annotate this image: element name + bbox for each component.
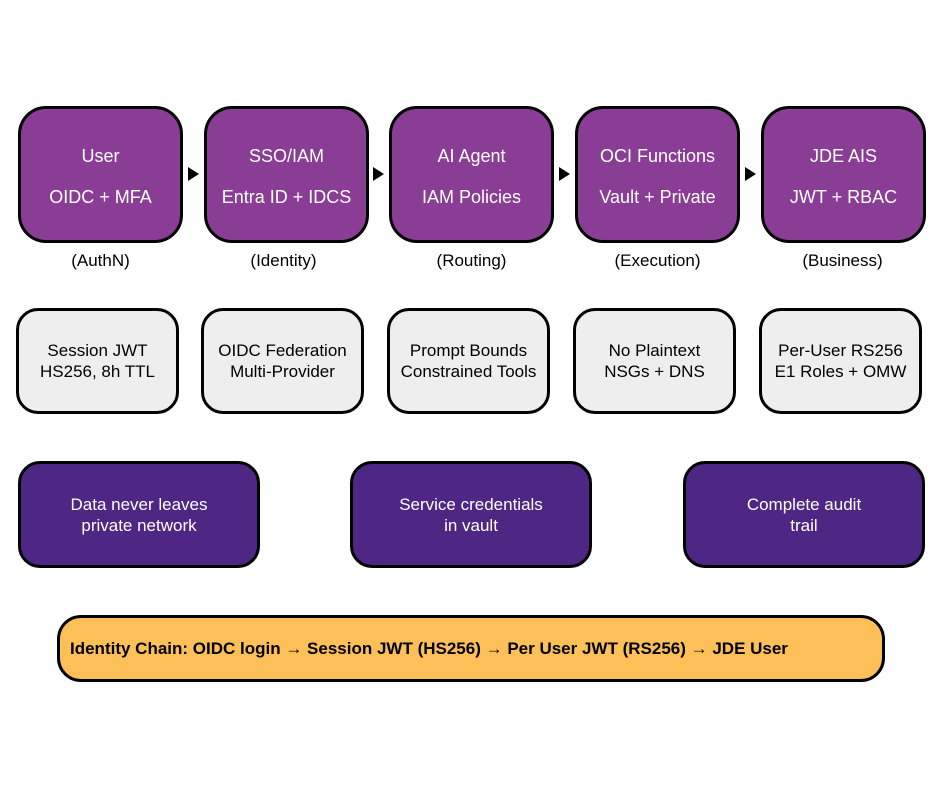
- detail-session-jwt: Session JWT HS256, 8h TTL: [16, 308, 179, 414]
- stage-title: AI Agent: [437, 146, 506, 166]
- detail-line: HS256, 8h TTL: [40, 362, 155, 381]
- identity-chain-banner: Identity Chain: OIDC login → Session JWT…: [57, 615, 885, 682]
- detail-line: Constrained Tools: [400, 362, 537, 381]
- identity-chain-text: Identity Chain: OIDC login → Session JWT…: [70, 638, 788, 658]
- stage-sso-iam: SSO/IAM Entra ID + IDCS: [204, 106, 369, 243]
- stage-tag: (AuthN): [71, 251, 130, 270]
- principle-audit-trail: Complete audit trail: [683, 461, 925, 568]
- principle-private-network: Data never leaves private network: [18, 461, 260, 568]
- stage-title: JDE AIS: [809, 146, 878, 166]
- stage-detail: Entra ID + IDCS: [221, 187, 352, 207]
- detail-line: Multi-Provider: [230, 362, 335, 381]
- flow-arrow-icon: [559, 167, 570, 181]
- detail-oidc-federation: OIDC Federation Multi-Provider: [201, 308, 364, 414]
- principle-line: trail: [790, 515, 818, 535]
- principle-line: in vault: [444, 515, 498, 535]
- stage-tag: (Business): [802, 251, 883, 270]
- flow-arrow-icon: [188, 167, 199, 181]
- principle-line: Data never leaves: [70, 494, 208, 514]
- principle-line: Service credentials: [399, 494, 543, 514]
- detail-per-user-rs256: Per-User RS256 E1 Roles + OMW: [759, 308, 922, 414]
- detail-line: Prompt Bounds: [409, 341, 528, 360]
- stage-detail: Vault + Private: [599, 187, 716, 207]
- detail-line: No Plaintext: [608, 341, 701, 360]
- principle-line: Complete audit: [746, 494, 862, 514]
- detail-prompt-bounds: Prompt Bounds Constrained Tools: [387, 308, 550, 414]
- stage-detail: OIDC + MFA: [49, 187, 152, 207]
- principle-line: private network: [81, 515, 197, 535]
- stage-ai-agent: AI Agent IAM Policies: [389, 106, 554, 243]
- flow-arrow-icon: [745, 167, 756, 181]
- stage-user: User OIDC + MFA: [18, 106, 183, 243]
- stage-title: User: [81, 146, 120, 166]
- stage-tag: (Identity): [250, 251, 317, 270]
- detail-line: OIDC Federation: [218, 341, 347, 360]
- stage-title: OCI Functions: [599, 146, 716, 166]
- stage-tag: (Routing): [436, 251, 507, 270]
- stage-detail: JWT + RBAC: [789, 187, 898, 207]
- detail-line: NSGs + DNS: [604, 362, 705, 381]
- principle-service-credentials: Service credentials in vault: [350, 461, 592, 568]
- stage-tag: (Execution): [614, 251, 701, 270]
- detail-line: Session JWT: [47, 341, 148, 360]
- stage-detail: IAM Policies: [421, 187, 522, 207]
- flow-arrow-icon: [373, 167, 384, 181]
- stage-oci-functions: OCI Functions Vault + Private: [575, 106, 740, 243]
- detail-no-plaintext: No Plaintext NSGs + DNS: [573, 308, 736, 414]
- stage-jde-ais: JDE AIS JWT + RBAC: [761, 106, 926, 243]
- detail-line: Per-User RS256: [778, 341, 903, 360]
- stage-title: SSO/IAM: [248, 146, 324, 166]
- detail-line: E1 Roles + OMW: [774, 362, 907, 381]
